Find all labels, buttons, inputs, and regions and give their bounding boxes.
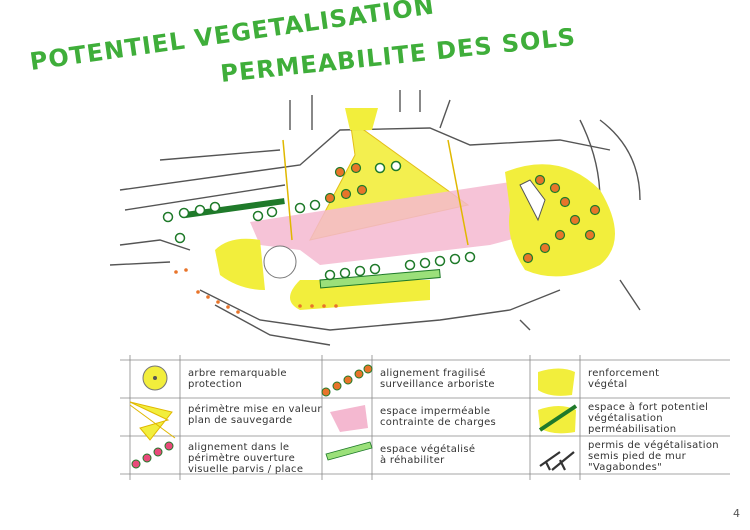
arbres-alignement-fragilise: [324, 162, 601, 264]
swatch-pink-area: [330, 405, 368, 432]
swatch-dark-marks: [539, 451, 575, 471]
street-lines: [109, 90, 641, 346]
swatch-pink-dots: [131, 441, 174, 469]
espace-impermeable-area: [250, 180, 528, 265]
zone-jaune-gauche: [215, 238, 265, 290]
lignes-ouverture-visuelle: [282, 139, 469, 246]
legend-grid: [120, 355, 730, 480]
espace-vegetalise-haut: [185, 198, 285, 218]
swatch-green-strip: [325, 441, 373, 461]
semis-pied-de-mur: [174, 268, 338, 314]
swatch-perimetre: [129, 401, 176, 441]
swatch-orange-dots: [321, 364, 373, 397]
arbre-remarquable: [263, 245, 297, 279]
espace-vegetalise-bas: [319, 268, 441, 289]
swatch-yellow-green-strip: [538, 404, 578, 434]
swatch-arbre-remarquable: [142, 365, 168, 391]
swatch-yellow-blob: [538, 368, 575, 396]
arbres-alignement-vert: [162, 160, 476, 281]
page-number: 4: [733, 507, 740, 520]
perimetre-top: [345, 108, 378, 130]
